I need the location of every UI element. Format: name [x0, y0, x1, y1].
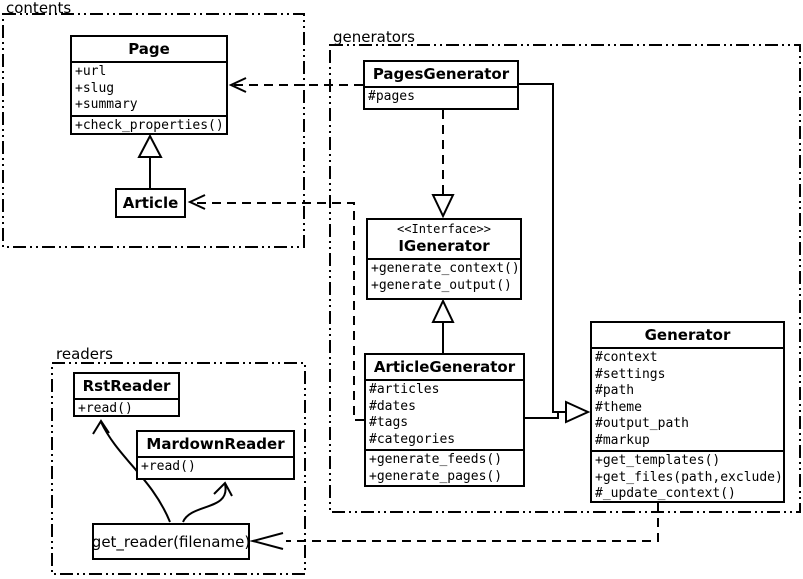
attribute: #output_path	[595, 416, 689, 431]
attribute: #path	[595, 383, 635, 398]
class-title: MardownReader	[138, 432, 293, 458]
method: +generate_context()	[371, 261, 520, 276]
attributes-compartment: #articles #dates #tags #categories	[366, 381, 523, 449]
class-box-generator[interactable]: Generator #context #settings #path #them…	[590, 321, 785, 503]
method: +generate_output()	[371, 277, 512, 293]
package-label-generators: generators	[333, 28, 415, 46]
function-label: get_reader(filename)	[91, 532, 251, 551]
arrow-pagesgenerator-to-generator	[519, 83, 566, 413]
attribute: #settings	[595, 366, 666, 382]
methods-compartment: +read()	[75, 400, 178, 419]
class-title: <<Interface>> IGenerator	[368, 220, 520, 260]
package-frame-contents	[2, 13, 305, 248]
arrow-getreader-to-mardownreader	[182, 483, 227, 523]
attribute: #pages	[368, 89, 415, 104]
arrowhead-articlegenerator-to-article	[187, 194, 206, 210]
class-box-igenerator[interactable]: <<Interface>> IGenerator +generate_conte…	[366, 218, 522, 300]
attribute: +summary	[75, 97, 138, 112]
class-box-mardownreader[interactable]: MardownReader +read()	[136, 430, 295, 480]
attribute: +url	[75, 64, 107, 79]
arrowhead-to-generator	[565, 400, 591, 424]
attributes-compartment: +url +slug +summary	[72, 63, 226, 115]
attribute: #articles	[369, 382, 440, 397]
class-box-articlegenerator[interactable]: ArticleGenerator #articles #dates #tags …	[364, 353, 525, 487]
package-frame-generators	[329, 44, 801, 513]
methods-compartment: +generate_context() +generate_output()	[368, 260, 520, 295]
attributes-compartment: #context #settings #path #theme #output_…	[592, 349, 783, 450]
class-title: PagesGenerator	[365, 62, 517, 88]
class-title: ArticleGenerator	[366, 355, 523, 381]
methods-compartment: +get_templates() +get_files(path,exclude…	[592, 450, 783, 504]
attribute: #tags	[369, 415, 409, 430]
class-box-article[interactable]: Article	[115, 188, 186, 218]
attribute: #categories	[369, 431, 456, 447]
package-label-readers: readers	[56, 345, 113, 363]
attribute: +slug	[75, 80, 115, 96]
arrow-getreader-to-rstreader	[100, 421, 171, 523]
methods-compartment: +read()	[138, 458, 293, 477]
method: +get_files(path,exclude)	[595, 469, 783, 485]
class-box-rstreader[interactable]: RstReader +read()	[73, 372, 180, 417]
arrowhead-pagesgenerator-to-page	[228, 77, 247, 93]
arrowhead-getreader-to-mardownreader	[213, 481, 233, 497]
class-title: RstReader	[75, 374, 178, 400]
methods-compartment: +check_properties()	[72, 114, 226, 136]
attribute: #theme	[595, 399, 642, 415]
attribute: #context	[595, 350, 658, 365]
method: +generate_pages()	[369, 468, 503, 484]
method: +check_properties()	[75, 117, 224, 133]
attribute: #dates	[369, 398, 416, 414]
attributes-compartment: #pages	[365, 88, 517, 108]
method: +get_templates()	[595, 453, 721, 468]
method: #_update_context()	[595, 486, 736, 501]
arrow-generator-to-getreader	[286, 503, 659, 542]
class-title: Generator	[592, 323, 783, 349]
class-box-pagesgenerator[interactable]: PagesGenerator #pages	[363, 60, 519, 110]
method: +read()	[141, 459, 196, 474]
class-title: Article	[122, 194, 179, 212]
arrow-articlegenerator-to-generator	[525, 411, 566, 419]
arrow-articlegenerator-to-article	[193, 202, 364, 421]
arrowhead-getreader-to-rstreader	[92, 419, 110, 435]
methods-compartment: +generate_feeds() +generate_pages()	[366, 449, 523, 486]
stereotype-label: <<Interface>>	[397, 222, 491, 236]
arrowhead-article-to-page	[137, 133, 163, 158]
class-box-page[interactable]: Page +url +slug +summary +check_properti…	[70, 35, 228, 135]
method: +read()	[78, 401, 133, 416]
class-title: Page	[72, 37, 226, 63]
arrowhead-articlegenerator-to-igenerator	[431, 298, 455, 323]
function-box-get-reader[interactable]: get_reader(filename)	[92, 523, 250, 560]
arrowhead-generator-to-getreader	[249, 532, 284, 550]
method: +generate_feeds()	[369, 452, 503, 467]
arrowhead-pagesgenerator-to-igenerator	[431, 194, 455, 219]
attribute: #markup	[595, 432, 650, 448]
class-title-text: IGenerator	[398, 237, 490, 255]
package-frame-readers	[51, 362, 306, 575]
package-label-contents: contents	[6, 0, 72, 17]
